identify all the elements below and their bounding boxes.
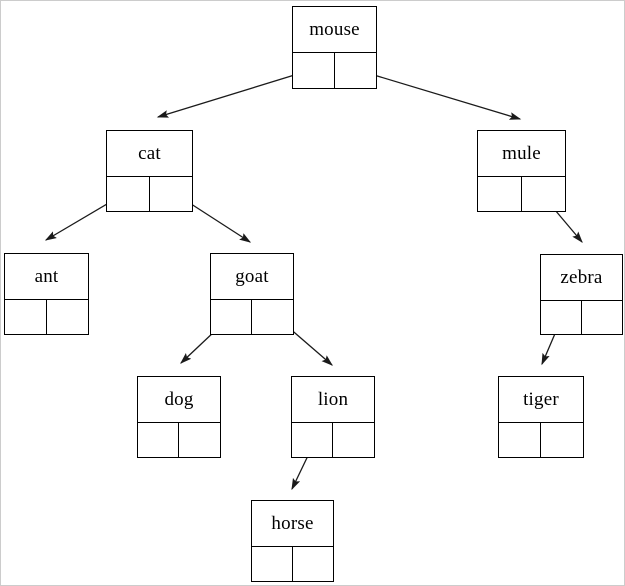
right-pointer-cell-mouse[interactable] [335, 53, 377, 88]
left-pointer-cell-lion[interactable] [292, 423, 333, 457]
node-label-cat: cat [107, 131, 192, 177]
left-pointer-cell-dog[interactable] [138, 423, 179, 457]
edge-mouse-right-mule [353, 68, 522, 120]
node-pointers-goat [211, 300, 293, 334]
node-pointers-ant [5, 300, 88, 334]
left-pointer-cell-ant[interactable] [5, 300, 47, 334]
right-pointer-cell-goat[interactable] [252, 300, 293, 334]
node-pointers-mouse [293, 53, 376, 88]
node-pointers-lion [292, 423, 374, 457]
right-pointer-cell-mule[interactable] [522, 177, 566, 211]
node-pointers-tiger [499, 423, 583, 457]
tree-node-horse[interactable]: horse [251, 500, 334, 582]
tree-node-dog[interactable]: dog [137, 376, 221, 458]
node-pointers-horse [252, 547, 333, 581]
tree-node-mouse[interactable]: mouse [292, 6, 377, 89]
tree-node-mule[interactable]: mule [477, 130, 566, 212]
node-label-mouse: mouse [293, 7, 376, 53]
node-pointers-dog [138, 423, 220, 457]
tree-node-cat[interactable]: cat [106, 130, 193, 212]
left-pointer-cell-mouse[interactable] [293, 53, 335, 88]
node-label-zebra: zebra [541, 255, 622, 301]
node-pointers-zebra [541, 301, 622, 334]
right-pointer-cell-lion[interactable] [333, 423, 374, 457]
left-pointer-cell-zebra[interactable] [541, 301, 582, 334]
node-label-goat: goat [211, 254, 293, 300]
tree-node-zebra[interactable]: zebra [540, 254, 623, 335]
right-pointer-cell-zebra[interactable] [582, 301, 623, 334]
tree-node-lion[interactable]: lion [291, 376, 375, 458]
right-pointer-cell-ant[interactable] [47, 300, 89, 334]
node-label-lion: lion [292, 377, 374, 423]
tree-node-goat[interactable]: goat [210, 253, 294, 335]
left-pointer-cell-cat[interactable] [107, 177, 150, 211]
left-pointer-cell-horse[interactable] [252, 547, 293, 581]
node-pointers-cat [107, 177, 192, 211]
left-pointer-cell-mule[interactable] [478, 177, 522, 211]
tree-node-tiger[interactable]: tiger [498, 376, 584, 458]
node-label-tiger: tiger [499, 377, 583, 423]
node-label-mule: mule [478, 131, 565, 177]
node-label-horse: horse [252, 501, 333, 547]
tree-node-ant[interactable]: ant [4, 253, 89, 335]
edge-mouse-left-cat [156, 68, 315, 118]
right-pointer-cell-cat[interactable] [150, 177, 193, 211]
right-pointer-cell-dog[interactable] [179, 423, 220, 457]
right-pointer-cell-tiger[interactable] [541, 423, 583, 457]
left-pointer-cell-tiger[interactable] [499, 423, 541, 457]
right-pointer-cell-horse[interactable] [293, 547, 334, 581]
node-label-dog: dog [138, 377, 220, 423]
left-pointer-cell-goat[interactable] [211, 300, 252, 334]
node-pointers-mule [478, 177, 565, 211]
node-label-ant: ant [5, 254, 88, 300]
